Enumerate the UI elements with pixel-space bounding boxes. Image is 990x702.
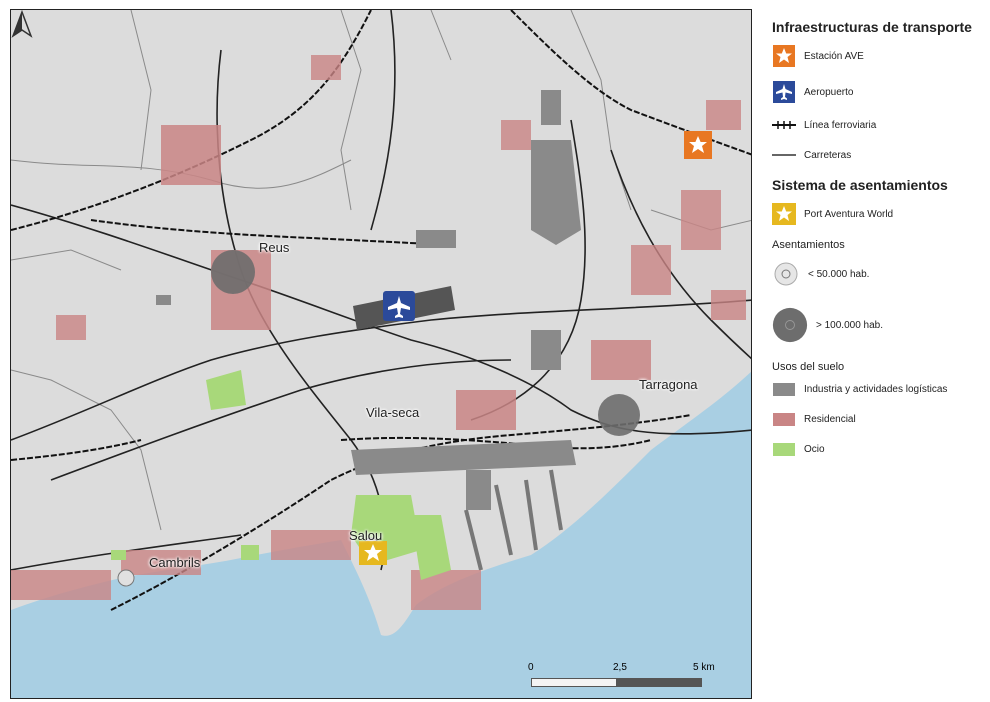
map-legend: Infraestructuras de transporte Estación … (768, 20, 988, 471)
legend-label-airport: Aeropuerto (804, 86, 854, 98)
legend-settlement-title: Sistema de asentamientos (772, 177, 948, 193)
legend-item-large-settlement: > 100.000 hab. (772, 303, 988, 347)
legend-label-leisure: Ocio (804, 443, 825, 455)
legend-label-roads: Carreteras (804, 149, 852, 161)
label-salou: Salou (349, 528, 383, 543)
legend-label-ave: Estación AVE (804, 50, 864, 62)
tarragona-settlement-circle (598, 394, 640, 436)
residential-swatch (772, 408, 796, 430)
legend-item-ave: Estación AVE (772, 45, 988, 67)
port-piers (464, 469, 563, 571)
legend-item-residential: Residencial (772, 411, 988, 427)
industry-areas (156, 90, 581, 510)
legend-label-small-settlement: < 50.000 hab. (808, 268, 870, 280)
scale-segment-light (531, 678, 617, 687)
scale-label-0: 0 (528, 662, 534, 673)
airplane-icon (383, 291, 415, 321)
legend-label-industry: Industria y actividades logísticas (804, 383, 948, 395)
legend-transport-title: Infraestructuras de transporte (772, 19, 972, 35)
legend-item-industry: Industria y actividades logísticas (772, 381, 988, 397)
legend-item-airport: Aeropuerto (772, 81, 988, 103)
leisure-swatch (772, 438, 796, 460)
label-reus: Reus (259, 240, 290, 255)
map-svg (11, 10, 751, 698)
cambrils-settlement-circle (117, 569, 135, 587)
star-icon (772, 203, 796, 225)
railway-line-icon (772, 114, 796, 136)
scale-bar: 0 2,5 5 km (528, 662, 741, 698)
legend-label-residential: Residencial (804, 413, 856, 425)
scale-label-mid: 2,5 (613, 662, 627, 673)
legend-item-railway: Línea ferroviaria (772, 117, 988, 133)
scale-segment-dark (616, 678, 702, 687)
leisure-areas (111, 370, 451, 580)
label-vila-seca: Vila-seca (366, 405, 420, 420)
legend-label-railway: Línea ferroviaria (804, 119, 877, 131)
industry-swatch (772, 378, 796, 400)
large-settlement-circle-icon (772, 303, 808, 347)
legend-landuse-subtitle: Usos del suelo (772, 361, 845, 373)
label-cambrils: Cambrils (149, 555, 201, 570)
road-line-icon (772, 144, 796, 166)
airplane-icon (772, 81, 796, 103)
star-icon (359, 541, 387, 565)
train-station-icon (772, 45, 796, 67)
legend-item-roads: Carreteras (772, 147, 988, 163)
reus-settlement-circle (211, 250, 255, 294)
legend-item-port-aventura: Port Aventura World (772, 203, 988, 225)
legend-settlements-subtitle: Asentamientos (772, 239, 845, 251)
sea-area (11, 371, 751, 698)
scale-label-end: 5 km (693, 662, 715, 673)
legend-item-leisure: Ocio (772, 441, 988, 457)
legend-item-small-settlement: < 50.000 hab. (772, 259, 988, 289)
map-canvas: Reus Tarragona Vila-seca Salou Cambrils … (10, 9, 752, 699)
label-tarragona: Tarragona (639, 377, 698, 392)
north-arrow-icon (11, 10, 33, 38)
municipal-boundaries (11, 10, 751, 531)
legend-label-port-aventura: Port Aventura World (804, 208, 894, 220)
train-station-icon (684, 131, 712, 159)
small-settlement-circle-icon (772, 259, 800, 289)
legend-label-large-settlement: > 100.000 hab. (816, 319, 884, 331)
